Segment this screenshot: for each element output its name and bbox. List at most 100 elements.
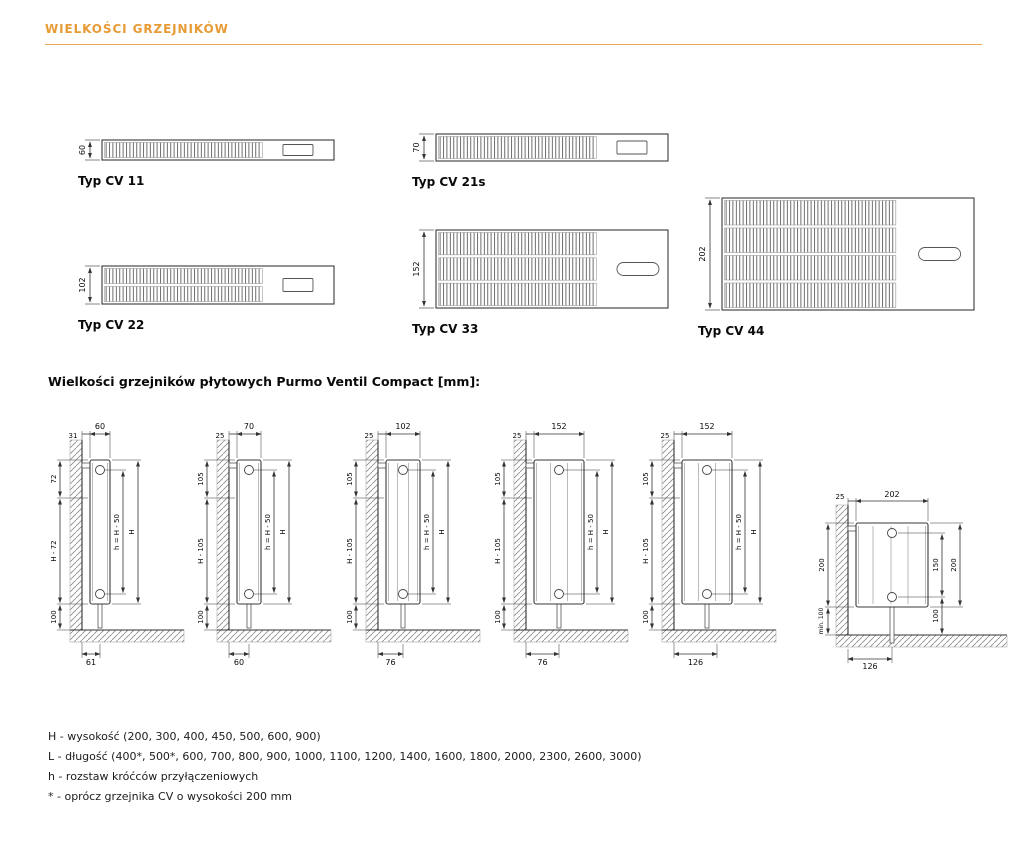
wall-hatch [661, 439, 675, 631]
figure-cv33: 152 Typ CV 33 [412, 224, 684, 336]
bracket [673, 462, 683, 469]
bracket [525, 462, 535, 469]
figure-label-cv33: Typ CV 33 [412, 322, 479, 336]
pipe [556, 601, 562, 629]
section-title: Wielkości grzejników płytowych Purmo Ven… [48, 374, 481, 389]
dimension-label: H [602, 529, 610, 534]
dimension-label: 100 [932, 609, 940, 622]
radiator-body [855, 522, 929, 608]
cv21s-cross-section-diagram: 70 [412, 128, 684, 171]
bottom-connection [887, 592, 897, 602]
convector-fins [104, 268, 263, 284]
dimension-label: 100 [346, 610, 354, 623]
pipe [704, 601, 710, 629]
radiator-body [385, 459, 421, 605]
floor-hatch [365, 629, 481, 643]
dimension-label: 102 [395, 422, 410, 431]
dimension-label: 25 [661, 432, 670, 440]
cv11-drawing: 60 [78, 139, 335, 161]
cv21s-drawing: 70 [412, 133, 669, 162]
pipe [246, 601, 252, 629]
legend-line-height: H - wysokość (200, 300, 400, 450, 500, 6… [48, 730, 321, 743]
figure-cv11: 60 Typ CV 11 [78, 134, 350, 188]
dimension-label: 72 [50, 475, 58, 484]
dimension-label: 70 [244, 422, 254, 431]
valve-insert [616, 262, 660, 276]
wall-hatch [365, 439, 379, 631]
figure-cv44: 202 Typ CV 44 [698, 192, 990, 338]
figure-label-cv11: Typ CV 11 [78, 174, 145, 188]
floor-hatch [835, 634, 1008, 648]
convector-fins [724, 200, 897, 226]
top-connection [95, 465, 105, 475]
cv44-cross-section-diagram: 202 [698, 192, 990, 320]
wall-hatch [513, 439, 527, 631]
dimension-label: h = H - 50 [423, 514, 431, 550]
dimension-label: 100 [197, 610, 205, 623]
legend: H - wysokość (200, 300, 400, 450, 500, 6… [48, 730, 642, 803]
legend-line-connections: h - rozstaw króćców przyłączeniowych [48, 770, 259, 783]
dimension-label: 102 [78, 277, 87, 292]
dimension-label: H - 72 [50, 540, 58, 561]
figure-cv22: 102 Typ CV 22 [78, 260, 350, 332]
dimension-label: 100 [50, 610, 58, 623]
figure-label-cv44: Typ CV 44 [698, 324, 765, 338]
cv33-cross-section-diagram: 152 [412, 224, 684, 318]
dimension-label: H - 105 [642, 538, 650, 564]
dimension-label: 126 [862, 662, 877, 671]
dimension-label: H [438, 529, 446, 534]
dimension-label: 105 [346, 472, 354, 485]
wall-hatch [69, 439, 83, 631]
dimension-label: h = H - 50 [264, 514, 272, 550]
convector-fins [438, 257, 597, 281]
pipe [97, 601, 103, 629]
dimension-label: 152 [412, 261, 421, 276]
dimension-label: h = H - 50 [587, 514, 595, 550]
radiator-body [89, 459, 111, 605]
pipe [889, 604, 895, 644]
valve-insert [918, 247, 962, 261]
bottom-connection [95, 589, 105, 599]
dimension-label: h = H - 50 [113, 514, 121, 550]
dimension-label: H [750, 529, 758, 534]
dimension-label: 200 [818, 558, 826, 571]
dimension-label: 25 [836, 493, 845, 501]
dimension-label: 60 [234, 658, 244, 667]
figure-cv21s: 70 Typ CV 21s [412, 128, 684, 189]
dimension-label: 150 [932, 558, 940, 571]
dimension-label: 105 [197, 472, 205, 485]
legend-line-length: L - długość (400*, 500*, 600, 700, 800, … [48, 750, 642, 763]
radiator-body [236, 459, 262, 605]
dimension-label: 200 [950, 558, 958, 571]
dimension-label: 202 [698, 246, 707, 261]
dimension-label: 25 [513, 432, 522, 440]
dimension-label: h = H - 50 [735, 514, 743, 550]
bottom-connection [244, 589, 254, 599]
bracket [81, 462, 91, 469]
dimension-label: 76 [385, 658, 395, 667]
title-rule [45, 44, 982, 45]
figure-label-cv22: Typ CV 22 [78, 318, 145, 332]
legend-line-footnote: * - oprócz grzejnika CV o wysokości 200 … [48, 790, 292, 803]
cv44-drawing: 202 [698, 197, 975, 311]
dimension-label: 70 [412, 142, 421, 152]
convector-fins [724, 255, 897, 281]
dimension-label: 76 [537, 658, 547, 667]
bottom-connection [554, 589, 564, 599]
dimension-label: H - 105 [197, 538, 205, 564]
